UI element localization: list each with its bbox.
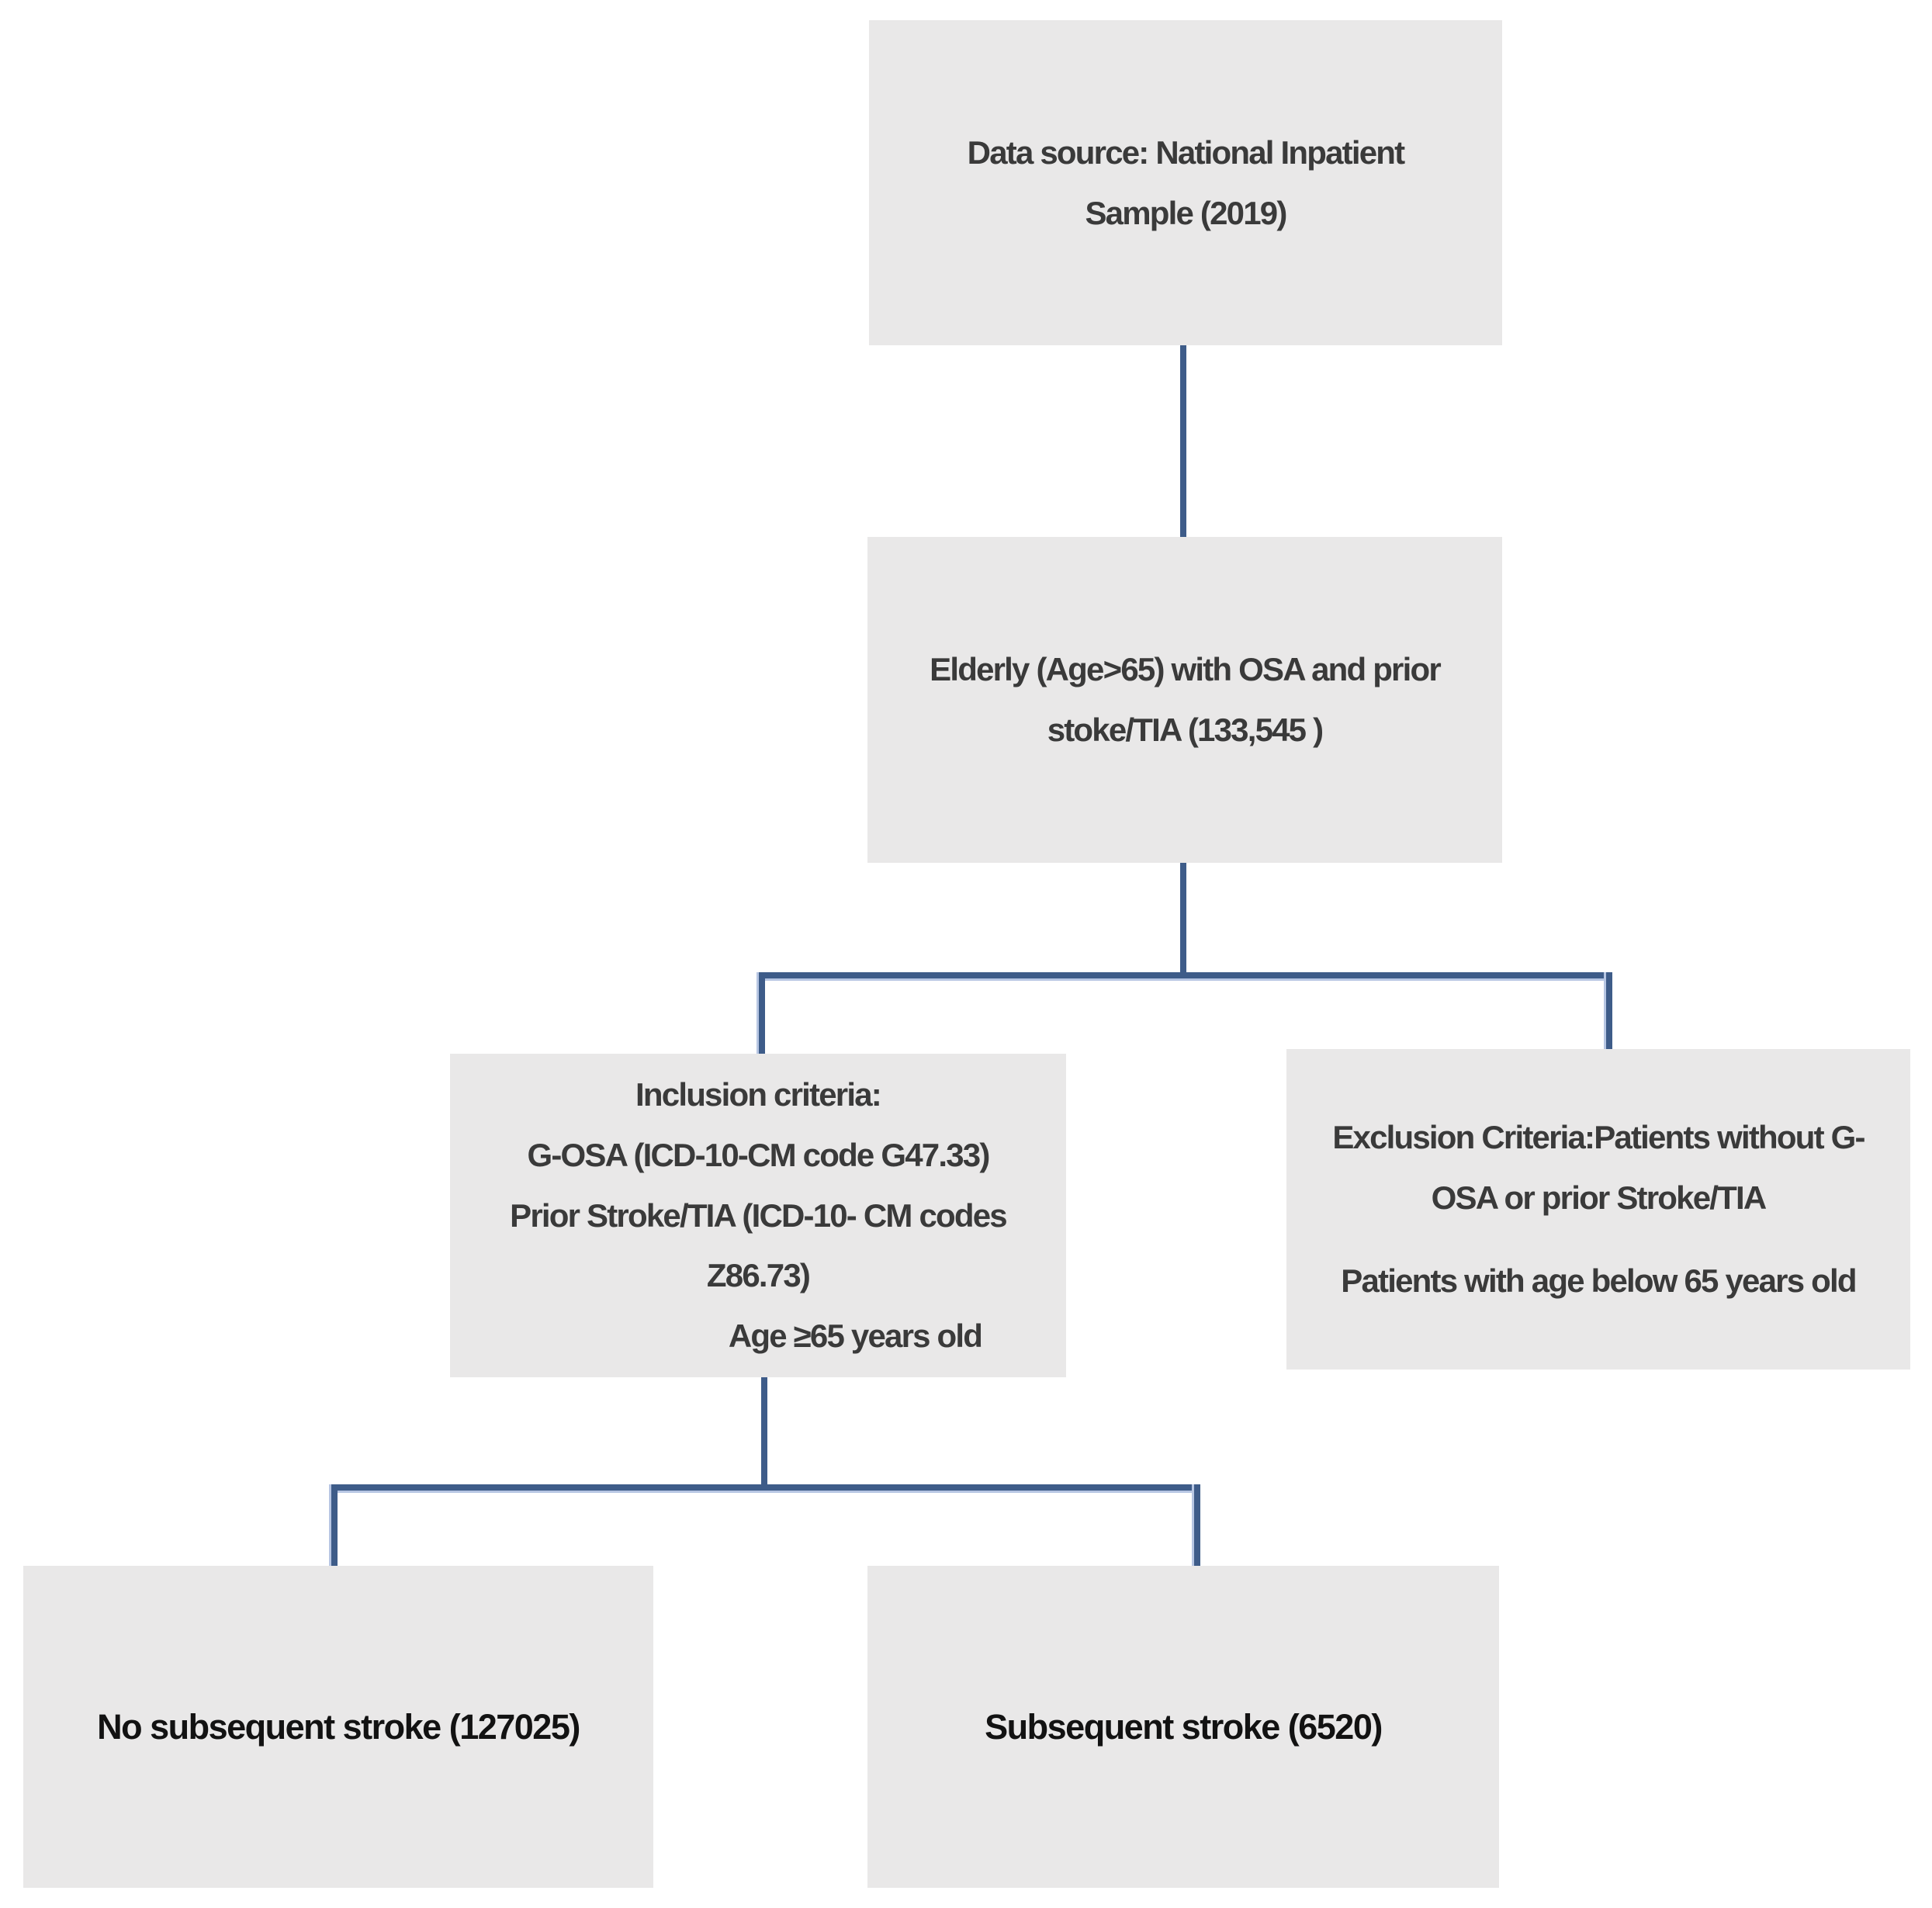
connector-population-stem <box>1180 863 1186 975</box>
connector-drop-stroke <box>1194 1484 1200 1567</box>
connector-inclusion-stem <box>761 1377 767 1487</box>
node-no-subsequent-stroke-text: No subsequent stroke (127025) <box>97 1706 580 1747</box>
node-exclusion-criteria: Exclusion Criteria:Patients without G- O… <box>1286 1049 1910 1370</box>
inclusion-heading: Inclusion criteria: <box>635 1076 882 1113</box>
connector-branch-bottom <box>331 1484 1200 1491</box>
node-subsequent-stroke-text: Subsequent stroke (6520) <box>985 1706 1383 1747</box>
exclusion-age: Patients with age below 65 years old <box>1341 1262 1857 1300</box>
exclusion-heading: Exclusion Criteria:Patients without G- O… <box>1332 1118 1865 1216</box>
node-data-source: Data source: National Inpatient Sample (… <box>869 20 1502 345</box>
node-inclusion-criteria: Inclusion criteria: G-OSA (ICD-10-CM cod… <box>450 1054 1066 1377</box>
node-no-subsequent-stroke: No subsequent stroke (127025) <box>23 1566 653 1888</box>
connector-drop-no-stroke <box>331 1484 338 1567</box>
connector-drop-inclusion <box>759 972 765 1055</box>
connector-branch-top <box>759 972 1612 978</box>
inclusion-age: Age ≥65 years old <box>728 1318 983 1355</box>
inclusion-stroke-code: Prior Stroke/TIA (ICD-10- CM codes Z86.7… <box>510 1196 1008 1294</box>
node-population: Elderly (Age>65) with OSA and prior stok… <box>867 537 1502 863</box>
node-subsequent-stroke: Subsequent stroke (6520) <box>867 1566 1499 1888</box>
connector-datasource-population <box>1180 345 1186 537</box>
node-data-source-text: Data source: National Inpatient Sample (… <box>967 133 1405 231</box>
connector-drop-exclusion <box>1606 972 1612 1051</box>
node-population-text: Elderly (Age>65) with OSA and prior stok… <box>930 651 1442 748</box>
inclusion-gosa-code: G-OSA (ICD-10-CM code G47.33) <box>527 1136 990 1173</box>
